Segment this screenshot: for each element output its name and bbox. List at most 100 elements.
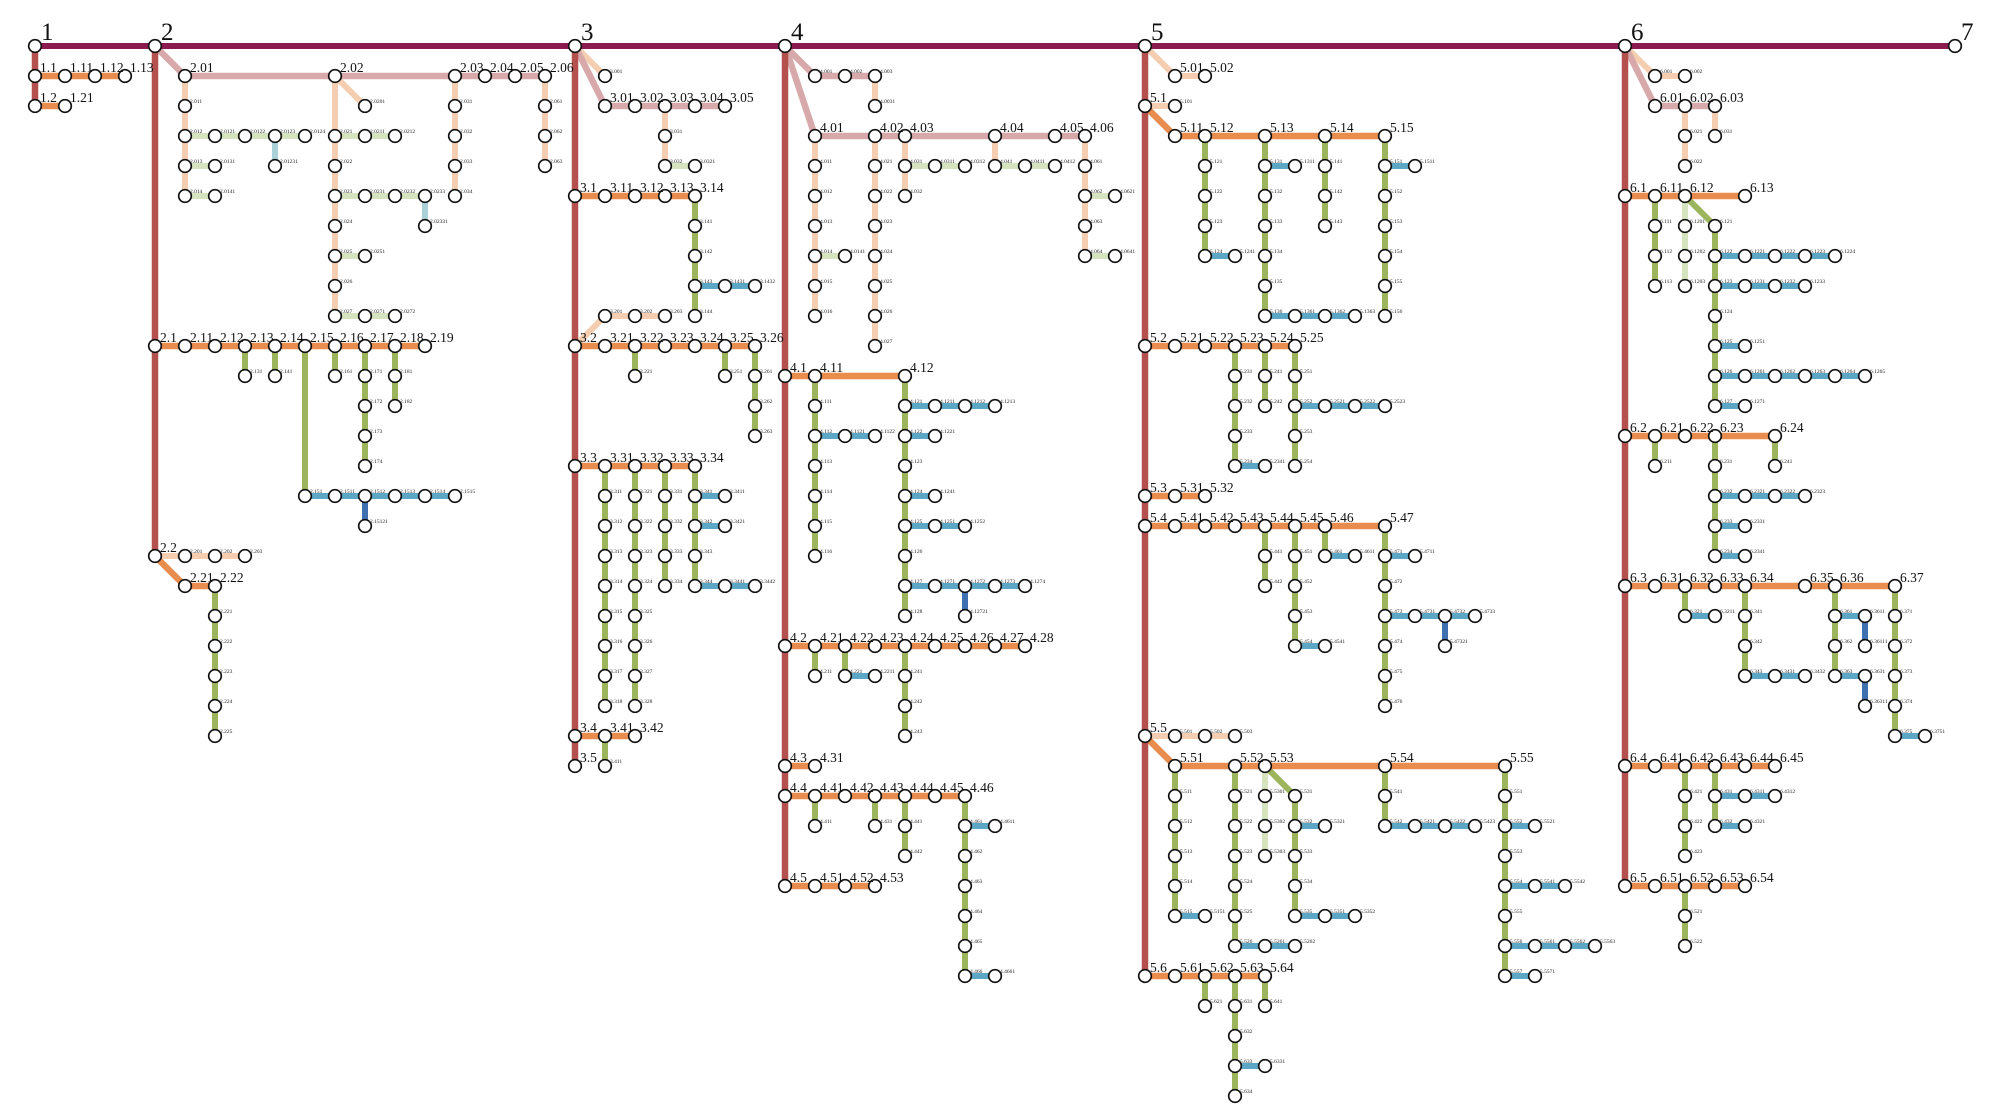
- node-2-0232[interactable]: [387, 188, 403, 204]
- node-5-41[interactable]: [1167, 518, 1183, 534]
- node-6-32[interactable]: [1677, 578, 1693, 594]
- node-5-551[interactable]: [1497, 788, 1513, 804]
- node-3-325[interactable]: [627, 608, 643, 624]
- node-6-1261[interactable]: [1737, 368, 1753, 384]
- node-6-3[interactable]: [1617, 578, 1633, 594]
- node-6-421[interactable]: [1677, 788, 1693, 804]
- node-3-313[interactable]: [597, 548, 613, 564]
- node-6-113[interactable]: [1647, 278, 1663, 294]
- node-5-251[interactable]: [1287, 368, 1303, 384]
- node-2-032[interactable]: [447, 128, 463, 144]
- node-4-1221[interactable]: [927, 428, 943, 444]
- node-4-442[interactable]: [897, 848, 913, 864]
- node-5-5562[interactable]: [1557, 938, 1573, 954]
- node-5-525[interactable]: [1227, 908, 1243, 924]
- node-5-13[interactable]: [1257, 128, 1273, 144]
- node-2-0272[interactable]: [387, 308, 403, 324]
- node-4[interactable]: [777, 38, 793, 54]
- node-2-21[interactable]: [177, 578, 193, 594]
- node-4-1241[interactable]: [927, 488, 943, 504]
- node-6-52[interactable]: [1677, 878, 1693, 894]
- node-6-1203[interactable]: [1677, 278, 1693, 294]
- node-4-1252[interactable]: [957, 518, 973, 534]
- node-4-4661[interactable]: [987, 968, 1003, 984]
- node-5-241[interactable]: [1257, 368, 1273, 384]
- node-4-2211[interactable]: [867, 668, 883, 684]
- node-5-52[interactable]: [1227, 758, 1243, 774]
- node-5-521[interactable]: [1227, 788, 1243, 804]
- node-1-13[interactable]: [117, 68, 133, 84]
- node-4-243[interactable]: [897, 728, 913, 744]
- node-2-011[interactable]: [177, 98, 193, 114]
- node-4-012[interactable]: [807, 188, 823, 204]
- node-2-182[interactable]: [387, 398, 403, 414]
- node-3-001[interactable]: [597, 68, 613, 84]
- node-2-201[interactable]: [177, 548, 193, 564]
- node-6-4321[interactable]: [1737, 818, 1753, 834]
- node-6-521[interactable]: [1677, 908, 1693, 924]
- node-5-4732[interactable]: [1437, 608, 1453, 624]
- node-6-1[interactable]: [1617, 188, 1633, 204]
- node-5-4711[interactable]: [1407, 548, 1423, 564]
- node-6-211[interactable]: [1647, 458, 1663, 474]
- node-3-324[interactable]: [627, 578, 643, 594]
- node-5-45[interactable]: [1287, 518, 1303, 534]
- node-4-02[interactable]: [867, 128, 883, 144]
- node-3-316[interactable]: [597, 638, 613, 654]
- node-5-5561[interactable]: [1527, 938, 1543, 954]
- node-5-5261[interactable]: [1257, 938, 1273, 954]
- node-5-511[interactable]: [1167, 788, 1183, 804]
- node-2-14[interactable]: [267, 338, 283, 354]
- node-3-23[interactable]: [657, 338, 673, 354]
- node-3-1431[interactable]: [717, 278, 733, 294]
- node-4-5[interactable]: [777, 878, 793, 894]
- node-4-016[interactable]: [807, 308, 823, 324]
- node-6-522[interactable]: [1677, 938, 1693, 954]
- node-5-3[interactable]: [1137, 488, 1153, 504]
- node-3-34[interactable]: [687, 458, 703, 474]
- node-4-0412[interactable]: [1047, 158, 1063, 174]
- node-5-42[interactable]: [1197, 518, 1213, 534]
- node-5-1363[interactable]: [1347, 308, 1363, 324]
- node-6-1222[interactable]: [1767, 248, 1783, 264]
- node-2-173[interactable]: [357, 428, 373, 444]
- node-6-321[interactable]: [1677, 608, 1693, 624]
- node-4-45[interactable]: [927, 788, 943, 804]
- node-4-122[interactable]: [897, 428, 913, 444]
- node-4-242[interactable]: [897, 698, 913, 714]
- node-4-125[interactable]: [897, 518, 913, 534]
- node-6-23[interactable]: [1707, 428, 1723, 444]
- node-4-025[interactable]: [867, 278, 883, 294]
- node-4-014[interactable]: [807, 248, 823, 264]
- node-5-44[interactable]: [1257, 518, 1273, 534]
- node-4-43[interactable]: [867, 788, 883, 804]
- node-4-021[interactable]: [867, 158, 883, 174]
- node-5-556[interactable]: [1497, 938, 1513, 954]
- node-3-4[interactable]: [567, 728, 583, 744]
- node-4-24[interactable]: [897, 638, 913, 654]
- node-2-171[interactable]: [357, 368, 373, 384]
- node-3-5[interactable]: [567, 758, 583, 774]
- node-5-51[interactable]: [1167, 758, 1183, 774]
- node-6-53[interactable]: [1707, 878, 1723, 894]
- node-3-262[interactable]: [747, 398, 763, 414]
- node-4-1273[interactable]: [987, 578, 1003, 594]
- node-3-201[interactable]: [597, 308, 613, 324]
- node-6-374[interactable]: [1887, 698, 1903, 714]
- node-3-344[interactable]: [687, 578, 703, 594]
- node-6-1201[interactable]: [1677, 218, 1693, 234]
- node-1-12[interactable]: [87, 68, 103, 84]
- node-5-5541[interactable]: [1527, 878, 1543, 894]
- node-5-153[interactable]: [1377, 218, 1393, 234]
- node-5-155[interactable]: [1377, 278, 1393, 294]
- node-2-033[interactable]: [447, 158, 463, 174]
- node-4-1272[interactable]: [957, 578, 973, 594]
- node-2-0123[interactable]: [267, 128, 283, 144]
- node-6-21[interactable]: [1647, 428, 1663, 444]
- node-6-371[interactable]: [1887, 608, 1903, 624]
- node-2-06[interactable]: [537, 68, 553, 84]
- node-2-16[interactable]: [327, 338, 343, 354]
- node-6-123[interactable]: [1707, 278, 1723, 294]
- node-5-471[interactable]: [1377, 548, 1393, 564]
- node-2-17[interactable]: [357, 338, 373, 354]
